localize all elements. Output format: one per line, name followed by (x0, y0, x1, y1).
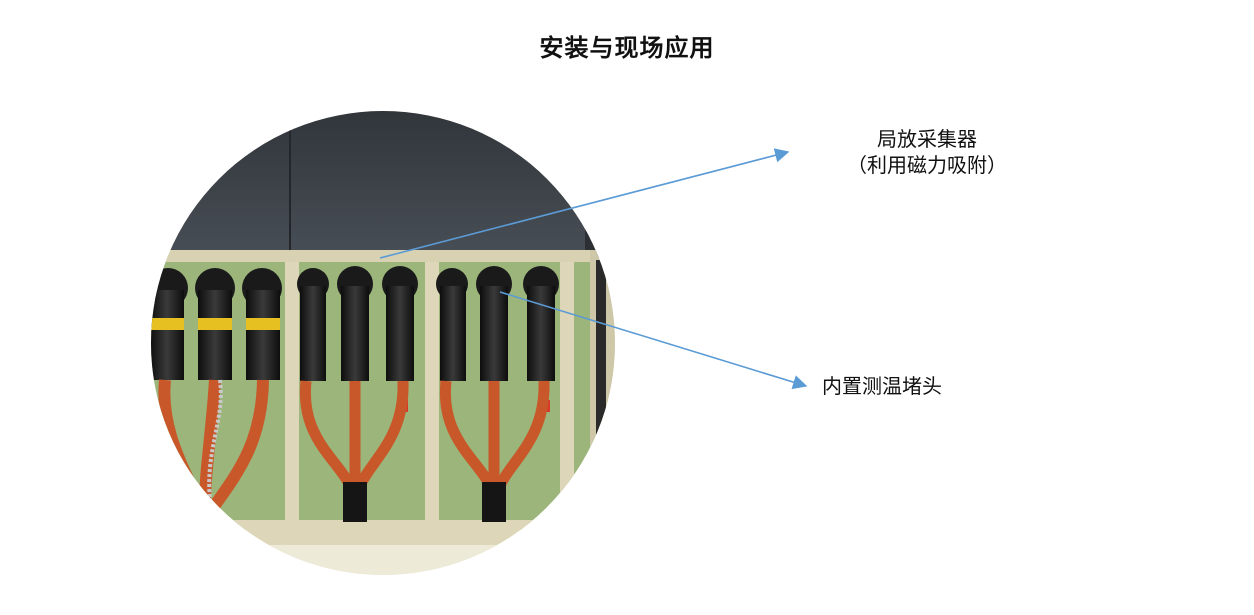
callout-collector-line2: （利用磁力吸附） (847, 153, 1007, 177)
terminal-group-middle (297, 266, 418, 522)
callout-collector: 局放采集器 （利用磁力吸附） (822, 126, 1032, 178)
arrow-plug (499, 291, 808, 390)
page-title: 安装与现场应用 (539, 33, 715, 62)
arrow-collector (379, 148, 790, 259)
cabinet-top-panel (151, 111, 590, 250)
photo-circle (151, 111, 615, 575)
frame-post (560, 258, 574, 538)
callout-plug: 内置测温堵头 (822, 374, 942, 398)
frame-post (425, 258, 439, 538)
frame-post (285, 258, 299, 538)
callout-collector-line1: 局放采集器 (877, 127, 977, 151)
